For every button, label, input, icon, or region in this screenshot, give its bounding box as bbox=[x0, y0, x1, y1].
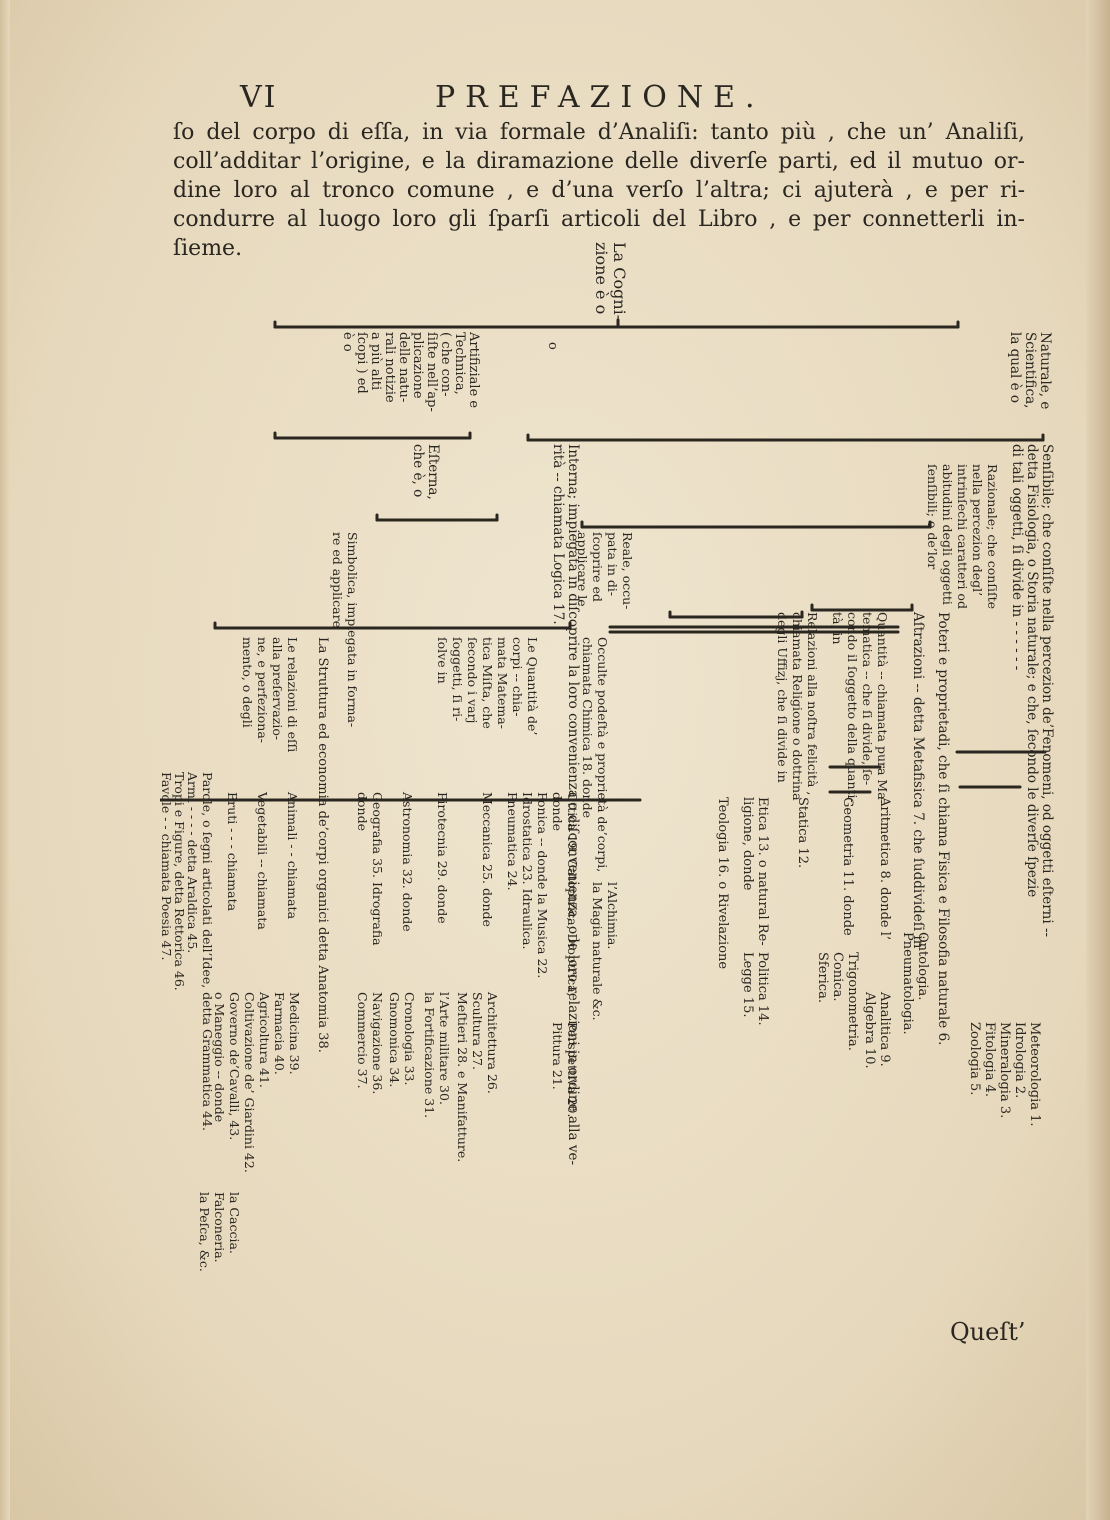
page-header: VI PREFAZIONE. bbox=[240, 80, 840, 120]
node-ottica: Ottica 19. Catoptrica, Dioptrica,donde bbox=[550, 792, 580, 997]
node-statica: Statica 12. bbox=[795, 797, 810, 869]
node-simbolica: Simbolica, impiegata in forma-re ed appl… bbox=[330, 532, 360, 728]
node-occulte: Occulte podeſtà e proprietà de’corpi,chi… bbox=[580, 637, 610, 873]
node-quantita: Quantità -- chiamata pura Ma-tematica --… bbox=[830, 612, 890, 804]
node-aritmetica: Aritmetica 8. donde l’ bbox=[877, 797, 892, 941]
node-bruti-out2: la Caccia.Falconeria.la Peſca, &c. bbox=[197, 1192, 242, 1272]
node-armi: Armi - - - - detta Araldica 45. bbox=[185, 772, 200, 954]
node-astronomia-out: Cronologia 33.Gnomonica 34. bbox=[387, 992, 417, 1088]
node-relazioni: Relazioni alla noſtra felicità ,chiamata… bbox=[775, 612, 820, 801]
brace-artifiziale-ticks bbox=[273, 431, 472, 440]
node-astronomia: Astronomia 32. donde bbox=[400, 792, 415, 932]
node-parole: Parole, o ſegni articolati dell’Idee, de… bbox=[200, 772, 215, 1131]
brace-razionale-ticks bbox=[580, 520, 932, 529]
node-favole: Favole - - chiamata Poesia 47. bbox=[159, 772, 174, 961]
brace-reale-ticks bbox=[213, 621, 572, 630]
intro-line: ſo del corpo di eſſa, in via formale d’A… bbox=[173, 120, 1025, 145]
node-occulte-out: l’Alchimia.la Magia naturale &c. bbox=[590, 882, 620, 1021]
node-tropi: Tropi e Figure, detta Rettorica 46. bbox=[172, 772, 187, 991]
node-etica-out: Politica 14.Legge 15. bbox=[740, 952, 770, 1026]
node-teologia: Teologia 16. o Rivelazione bbox=[715, 797, 730, 970]
node-vegetabili: Vegetabili -- chiamata bbox=[255, 792, 270, 930]
node-aritmetica-out: Analitica 9.Algebra 10. bbox=[862, 992, 892, 1069]
brace-qr-ticks bbox=[668, 610, 804, 619]
node-bruti-out: Governo de’Cavalli, 43.o Maneggio -- don… bbox=[212, 992, 242, 1141]
node-pirotecnia: Pirotecnia 29. donde bbox=[435, 792, 450, 924]
brace-poteri-ticks bbox=[810, 603, 914, 612]
node-ottica-out: Perspettiva 20.Pittura 21. bbox=[550, 1022, 580, 1118]
intro-line: condurre al luogo loro gli ſparſi artico… bbox=[173, 207, 1025, 232]
node-bruti: Bruti - - - chiamata bbox=[225, 792, 240, 912]
node-astrazioni: Aſtrazioni -- detta Metafisica 7. che ſu… bbox=[910, 612, 926, 949]
node-animali: Animali - - chiamata bbox=[285, 792, 300, 920]
node-etica: Etica 13. o natural Re-ligione, donde bbox=[740, 797, 770, 946]
node-meccanica-out: Architettura 26.Scultura 27.Meſtieri 28.… bbox=[455, 992, 500, 1163]
node-geografia-out: Navigazione 36.Commercio 37. bbox=[355, 992, 385, 1095]
running-title: PREFAZIONE. bbox=[435, 80, 765, 115]
node-geometria-out: Trigonometria.Conica.Sferica. bbox=[815, 952, 860, 1051]
node-fonica: Fonica -- donde la Musica 22. bbox=[535, 792, 550, 979]
node-vegetabili-out: Agricoltura 41.Coltivazione de’ Giardini… bbox=[242, 992, 272, 1173]
page-number: VI bbox=[240, 80, 278, 115]
node-astrazioni-out: Ontologia.Pneumatologia. bbox=[900, 932, 930, 1035]
node-meccanica: Meccanica 25. donde bbox=[480, 792, 495, 927]
intro-line: ſieme. bbox=[173, 236, 243, 261]
intro-line: coll’additar l’origine, e la diramazione… bbox=[173, 149, 1025, 174]
node-esterna: Eſterna,che è, o bbox=[410, 444, 441, 500]
node-pirotecnia-out: l’Arte militare 30.la Fortificazione 31. bbox=[422, 992, 452, 1119]
tree-root: La Cogni-zione è o bbox=[592, 242, 629, 321]
catchword: Queſt’ bbox=[950, 1318, 1026, 1346]
node-animali-out: Medicina 39.Farmacia 40. bbox=[272, 992, 302, 1075]
tree-o-root: o bbox=[545, 342, 560, 350]
node-quantita-corpi: Le Quantità de’corpi -- chia-mata Matema… bbox=[435, 637, 540, 736]
brace-esterna-ticks bbox=[375, 513, 499, 522]
node-geometria: Geometria 11. donde bbox=[840, 797, 855, 936]
node-poteri: Poteri e proprietadi, che ſi chiama Fisi… bbox=[935, 612, 951, 1046]
brace-naturale-ticks bbox=[526, 433, 1045, 442]
node-sensibile: Senſibile; che conſiſte nella percezion … bbox=[1009, 444, 1055, 938]
node-sensibile-out: Meteorologia 1.Idrologia 2.Mineralogia 3… bbox=[967, 1022, 1042, 1127]
page-gutter bbox=[0, 0, 10, 1520]
tree-braces bbox=[160, 318, 1047, 802]
node-pneumatica: Pneumatica 24. bbox=[505, 792, 520, 891]
brace-root-ticks bbox=[273, 318, 960, 329]
intro-paragraph: ſo del corpo di eſſa, in via formale d’A… bbox=[173, 118, 1025, 263]
page-edge bbox=[1086, 0, 1110, 1520]
node-struttura: La Struttura ed economia de’corpi organi… bbox=[315, 637, 330, 1053]
intro-line: dine loro al tronco comune , e d’una ver… bbox=[173, 178, 1025, 203]
node-idrostatica: Idrostatica 23. Idraulica. bbox=[520, 792, 535, 950]
